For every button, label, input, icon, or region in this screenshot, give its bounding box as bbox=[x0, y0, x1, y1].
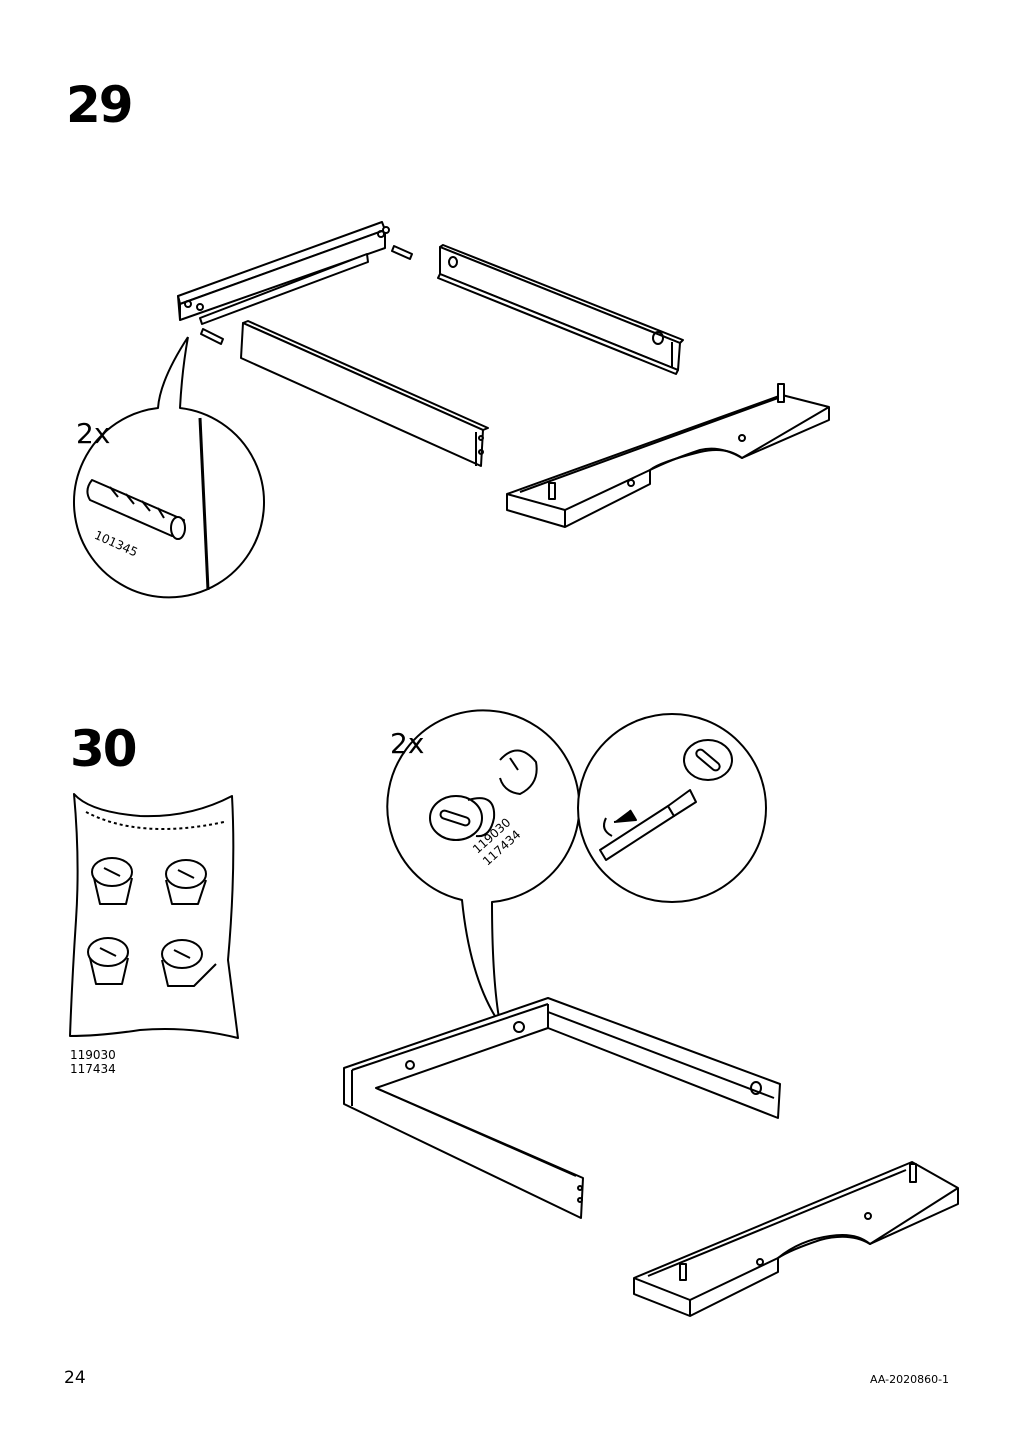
screwdriver-zoom-callout bbox=[577, 713, 767, 903]
cam-lock-zoom-callout bbox=[386, 709, 581, 1025]
cam-lock-icon bbox=[165, 859, 207, 905]
step-29-quantity: 2x bbox=[76, 417, 111, 450]
right-rail bbox=[437, 244, 684, 375]
document-code: AA-2020860-1 bbox=[870, 1373, 950, 1386]
page-number: 24 bbox=[64, 1368, 86, 1388]
hardware-bag-icon bbox=[69, 793, 239, 1039]
bag-part-code-2: 117434 bbox=[70, 1062, 116, 1076]
cam-lock-icon bbox=[91, 857, 133, 905]
dowel-zoom-callout bbox=[73, 336, 265, 599]
cam-lock-icon bbox=[429, 795, 496, 841]
cam-lock-icon bbox=[161, 939, 217, 987]
bottom-plate bbox=[633, 1161, 959, 1317]
dowel-icon bbox=[86, 479, 186, 540]
bag-part-code-1: 119030 bbox=[70, 1048, 116, 1062]
frame-assembly bbox=[343, 997, 781, 1219]
dowel-icon bbox=[200, 226, 413, 345]
step-30-number: 30 bbox=[70, 720, 138, 778]
screwdriver-icon bbox=[599, 789, 697, 861]
top-plate bbox=[506, 383, 830, 528]
cam-lock-icon bbox=[87, 937, 129, 985]
front-rail bbox=[240, 320, 489, 467]
step-30-quantity: 2x bbox=[390, 727, 425, 760]
step-29-number: 29 bbox=[66, 76, 134, 134]
